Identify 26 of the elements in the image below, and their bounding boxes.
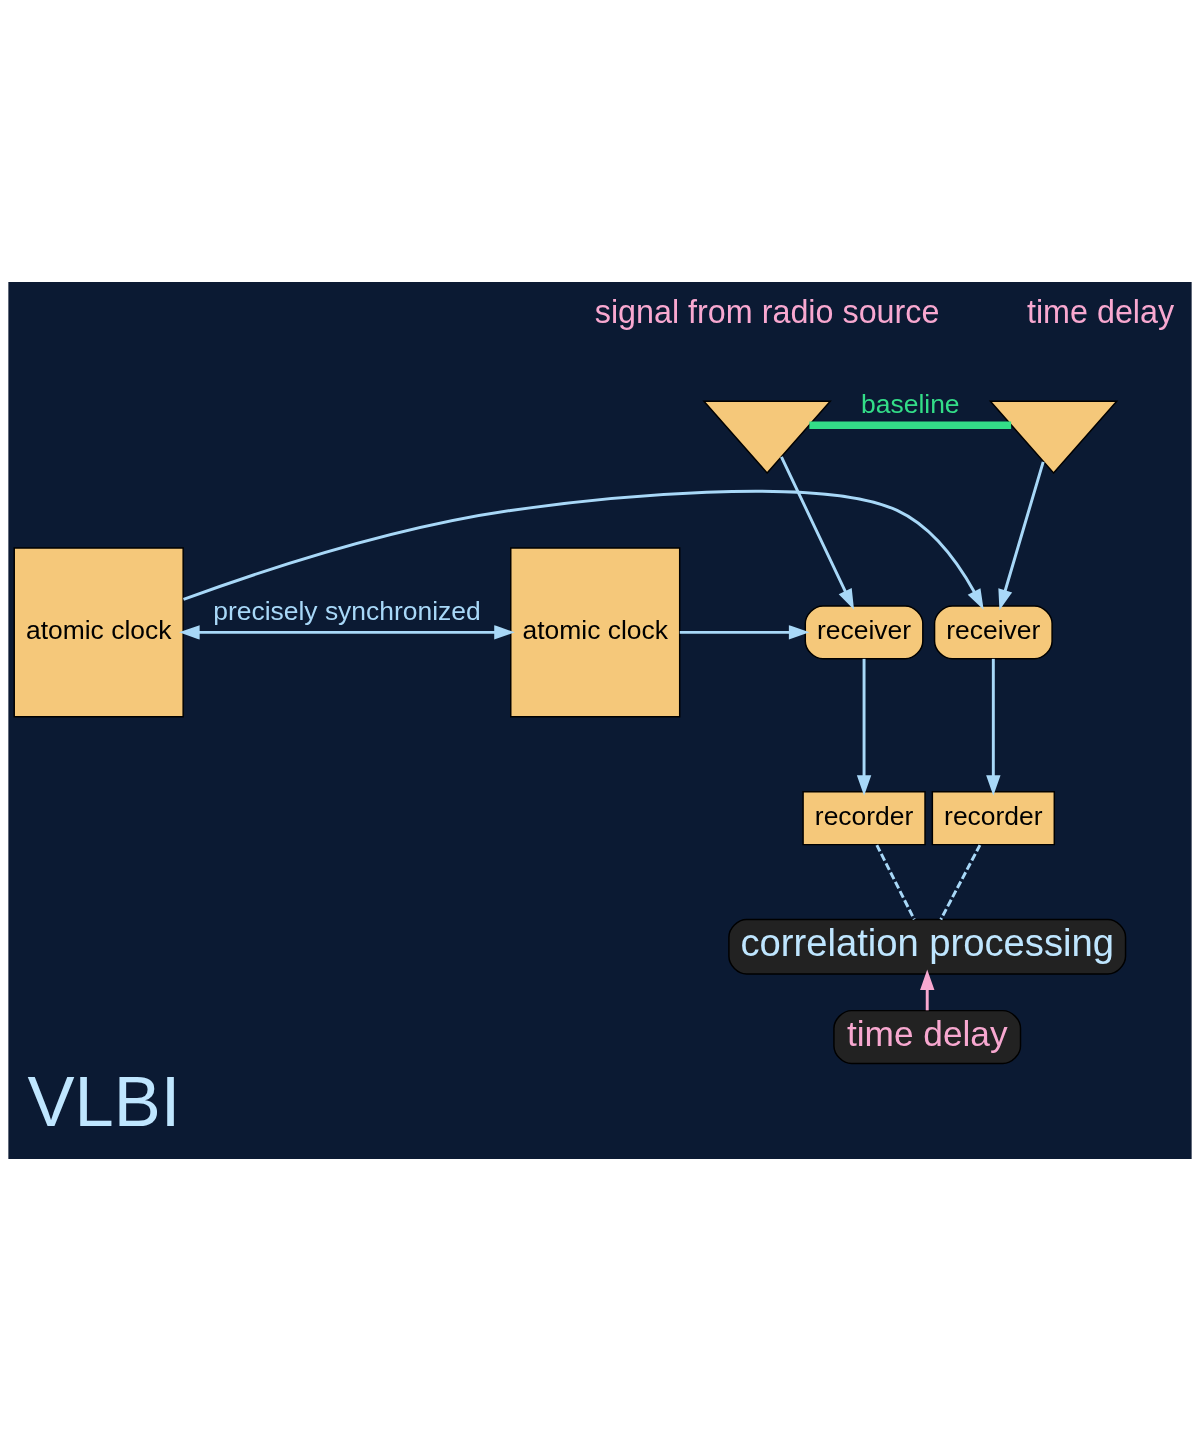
arrow: [856, 658, 872, 796]
node-box: recorder: [802, 790, 926, 845]
node-box: receiver: [804, 604, 924, 660]
connector: [875, 843, 916, 920]
edge-label: precisely synchronized: [213, 595, 481, 626]
label: time delay: [1026, 293, 1175, 330]
node-box: correlation processing: [728, 918, 1127, 975]
arrow: [179, 624, 515, 640]
connector: [809, 421, 1012, 429]
node-box: atomic clock: [13, 546, 184, 718]
diagram-title: VLBI: [27, 1061, 181, 1141]
node-picture: [702, 400, 832, 474]
node-box: atomic clock: [510, 546, 681, 718]
arrow: [998, 460, 1045, 610]
node-box: time delay: [833, 1009, 1022, 1064]
node-box: receiver: [933, 604, 1053, 660]
arrow: [679, 624, 810, 640]
arrow: [183, 489, 984, 610]
arrow: [780, 455, 855, 610]
edge-label: baseline: [861, 388, 960, 419]
arrow: [986, 658, 1001, 796]
arrow: [920, 969, 935, 1010]
label: signal from radio source: [594, 293, 940, 330]
node-picture: [988, 400, 1119, 474]
node-box: recorder: [931, 790, 1056, 845]
connector: [939, 843, 982, 920]
